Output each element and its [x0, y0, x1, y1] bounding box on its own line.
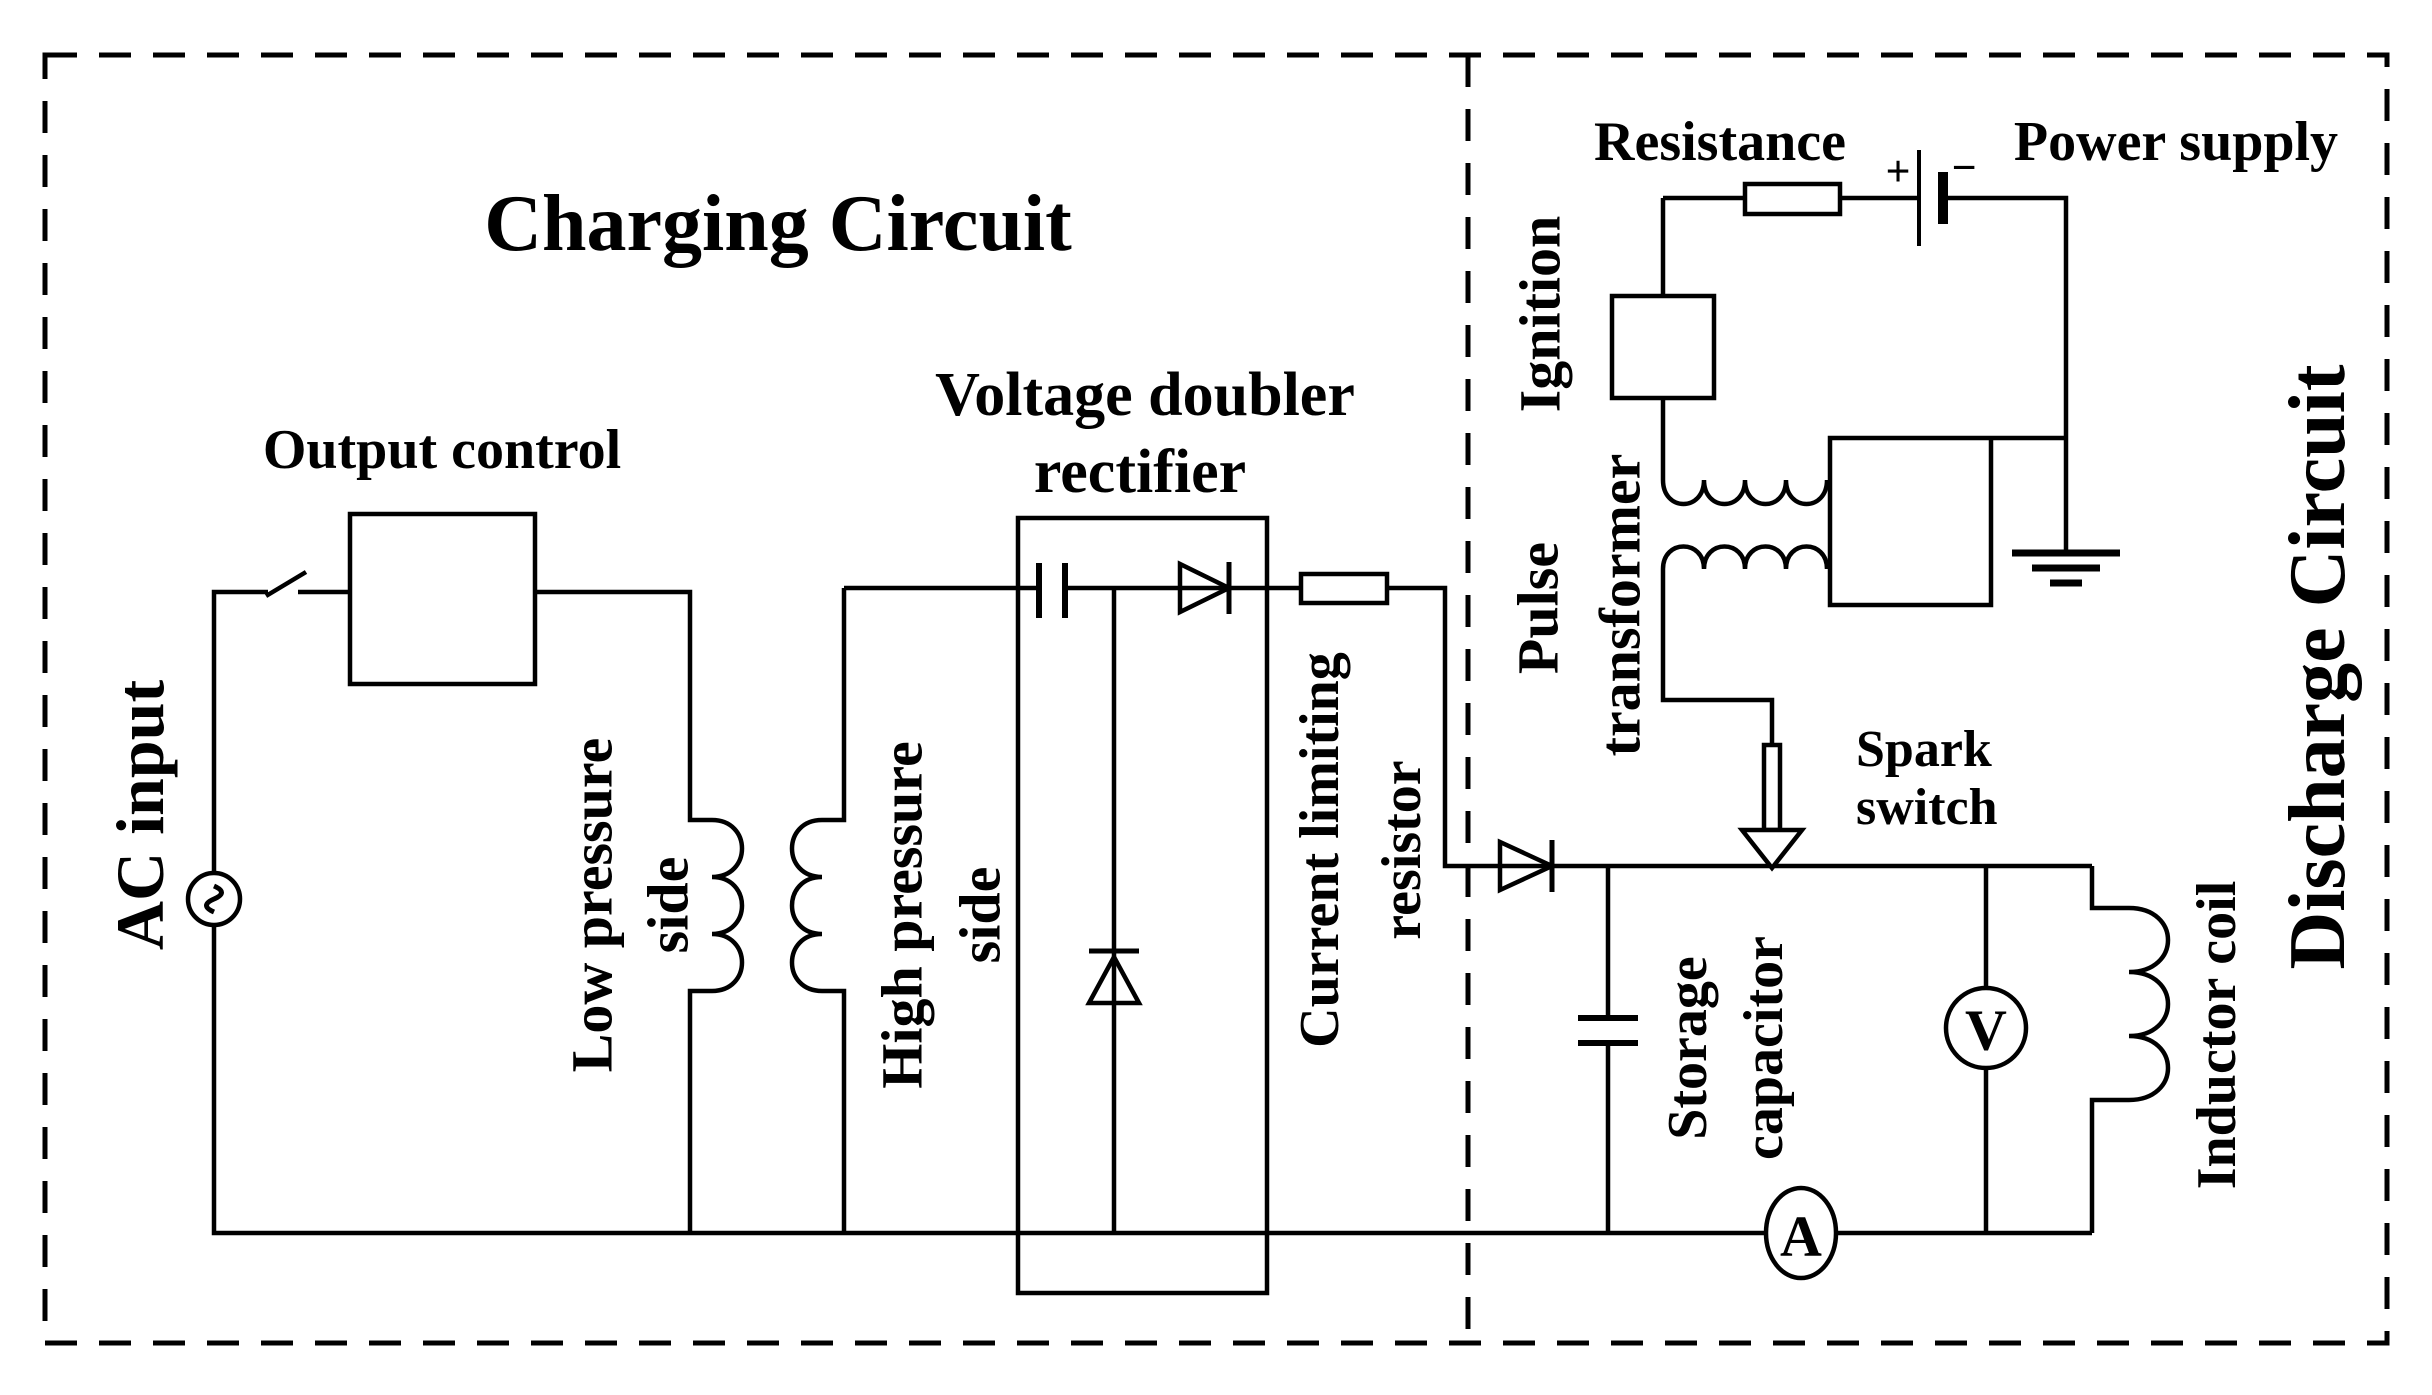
high-pressure-label-line1: High pressure — [870, 741, 935, 1089]
storage-capacitor-label-line1: Storage — [1657, 956, 1719, 1140]
voltmeter-symbol — [1943, 985, 2029, 1071]
current-limiting-label-line2: resistor — [1371, 760, 1433, 939]
spark-switch-label-line1: Spark — [1856, 721, 1992, 778]
voltage-doubler-label-line1: Voltage doubler — [935, 361, 1355, 429]
current-limiting-label-line1: Current limiting — [1289, 652, 1351, 1048]
transformer-high-side-coil — [789, 588, 847, 1233]
wire-ac-loop-and-bottom-bus — [211, 589, 2092, 1236]
transformer-low-side-coil — [535, 589, 745, 1233]
voltage-doubler-box — [1015, 515, 1270, 1296]
low-pressure-label-line1: Low pressure — [560, 738, 625, 1073]
resistance-label: Resistance — [1594, 111, 1846, 173]
ignition-label: Ignition — [1508, 216, 1573, 413]
high-pressure-label-line2: side — [948, 867, 1013, 964]
ammeter-symbol — [1763, 1185, 1839, 1281]
ac-sine-icon — [204, 883, 224, 915]
ammeter-letter: A — [1780, 1204, 1822, 1269]
output-control-label: Output control — [263, 419, 621, 481]
voltmeter-letter: V — [1965, 998, 2007, 1063]
wire-trigger-return-frame — [1827, 435, 2066, 608]
doubler-shunt-diode-triangle — [1085, 952, 1143, 1006]
low-pressure-label-line2: side — [636, 857, 701, 954]
spark-switch-label-line2: switch — [1856, 779, 1998, 836]
output-control-box — [347, 511, 538, 687]
outer-dashed-border — [42, 52, 2390, 1346]
pulse-transformer-secondary-coil — [1660, 544, 1830, 745]
inductor-coil-label: Inductor coil — [2186, 881, 2248, 1190]
current-limiting-resistor-symbol — [1298, 571, 1390, 606]
charging-circuit-title: Charging Circuit — [484, 180, 1072, 268]
battery-plus-sign: + — [1885, 147, 1910, 196]
voltage-doubler-label-line2: rectifier — [1034, 438, 1246, 506]
storage-capacitor-label-line2: capacitor — [1733, 936, 1795, 1160]
pulse-transformer-primary-coil — [1660, 398, 1830, 507]
battery-minus-sign: − — [1951, 143, 1976, 192]
pulse-transformer-label-line1: Pulse — [1506, 542, 1571, 674]
discharge-circuit-title: Discharge Circuit — [2274, 364, 2362, 969]
spark-switch-electrode — [1761, 742, 1783, 833]
ignition-box — [1609, 293, 1717, 401]
spark-switch-arrow — [1737, 827, 1807, 872]
wire-power-supply-loop — [1660, 195, 2069, 552]
pulse-transformer-label-line2: transformer — [1588, 454, 1653, 757]
ac-input-label: AC input — [102, 680, 178, 951]
resistance-symbol — [1742, 181, 1843, 217]
inductor-coil-symbol — [2089, 866, 2171, 1233]
power-supply-label: Power supply — [2014, 111, 2338, 173]
charge-diode-triangle — [1497, 838, 1558, 894]
switch-blade — [264, 570, 308, 598]
doubler-diode-triangle — [1177, 560, 1235, 616]
